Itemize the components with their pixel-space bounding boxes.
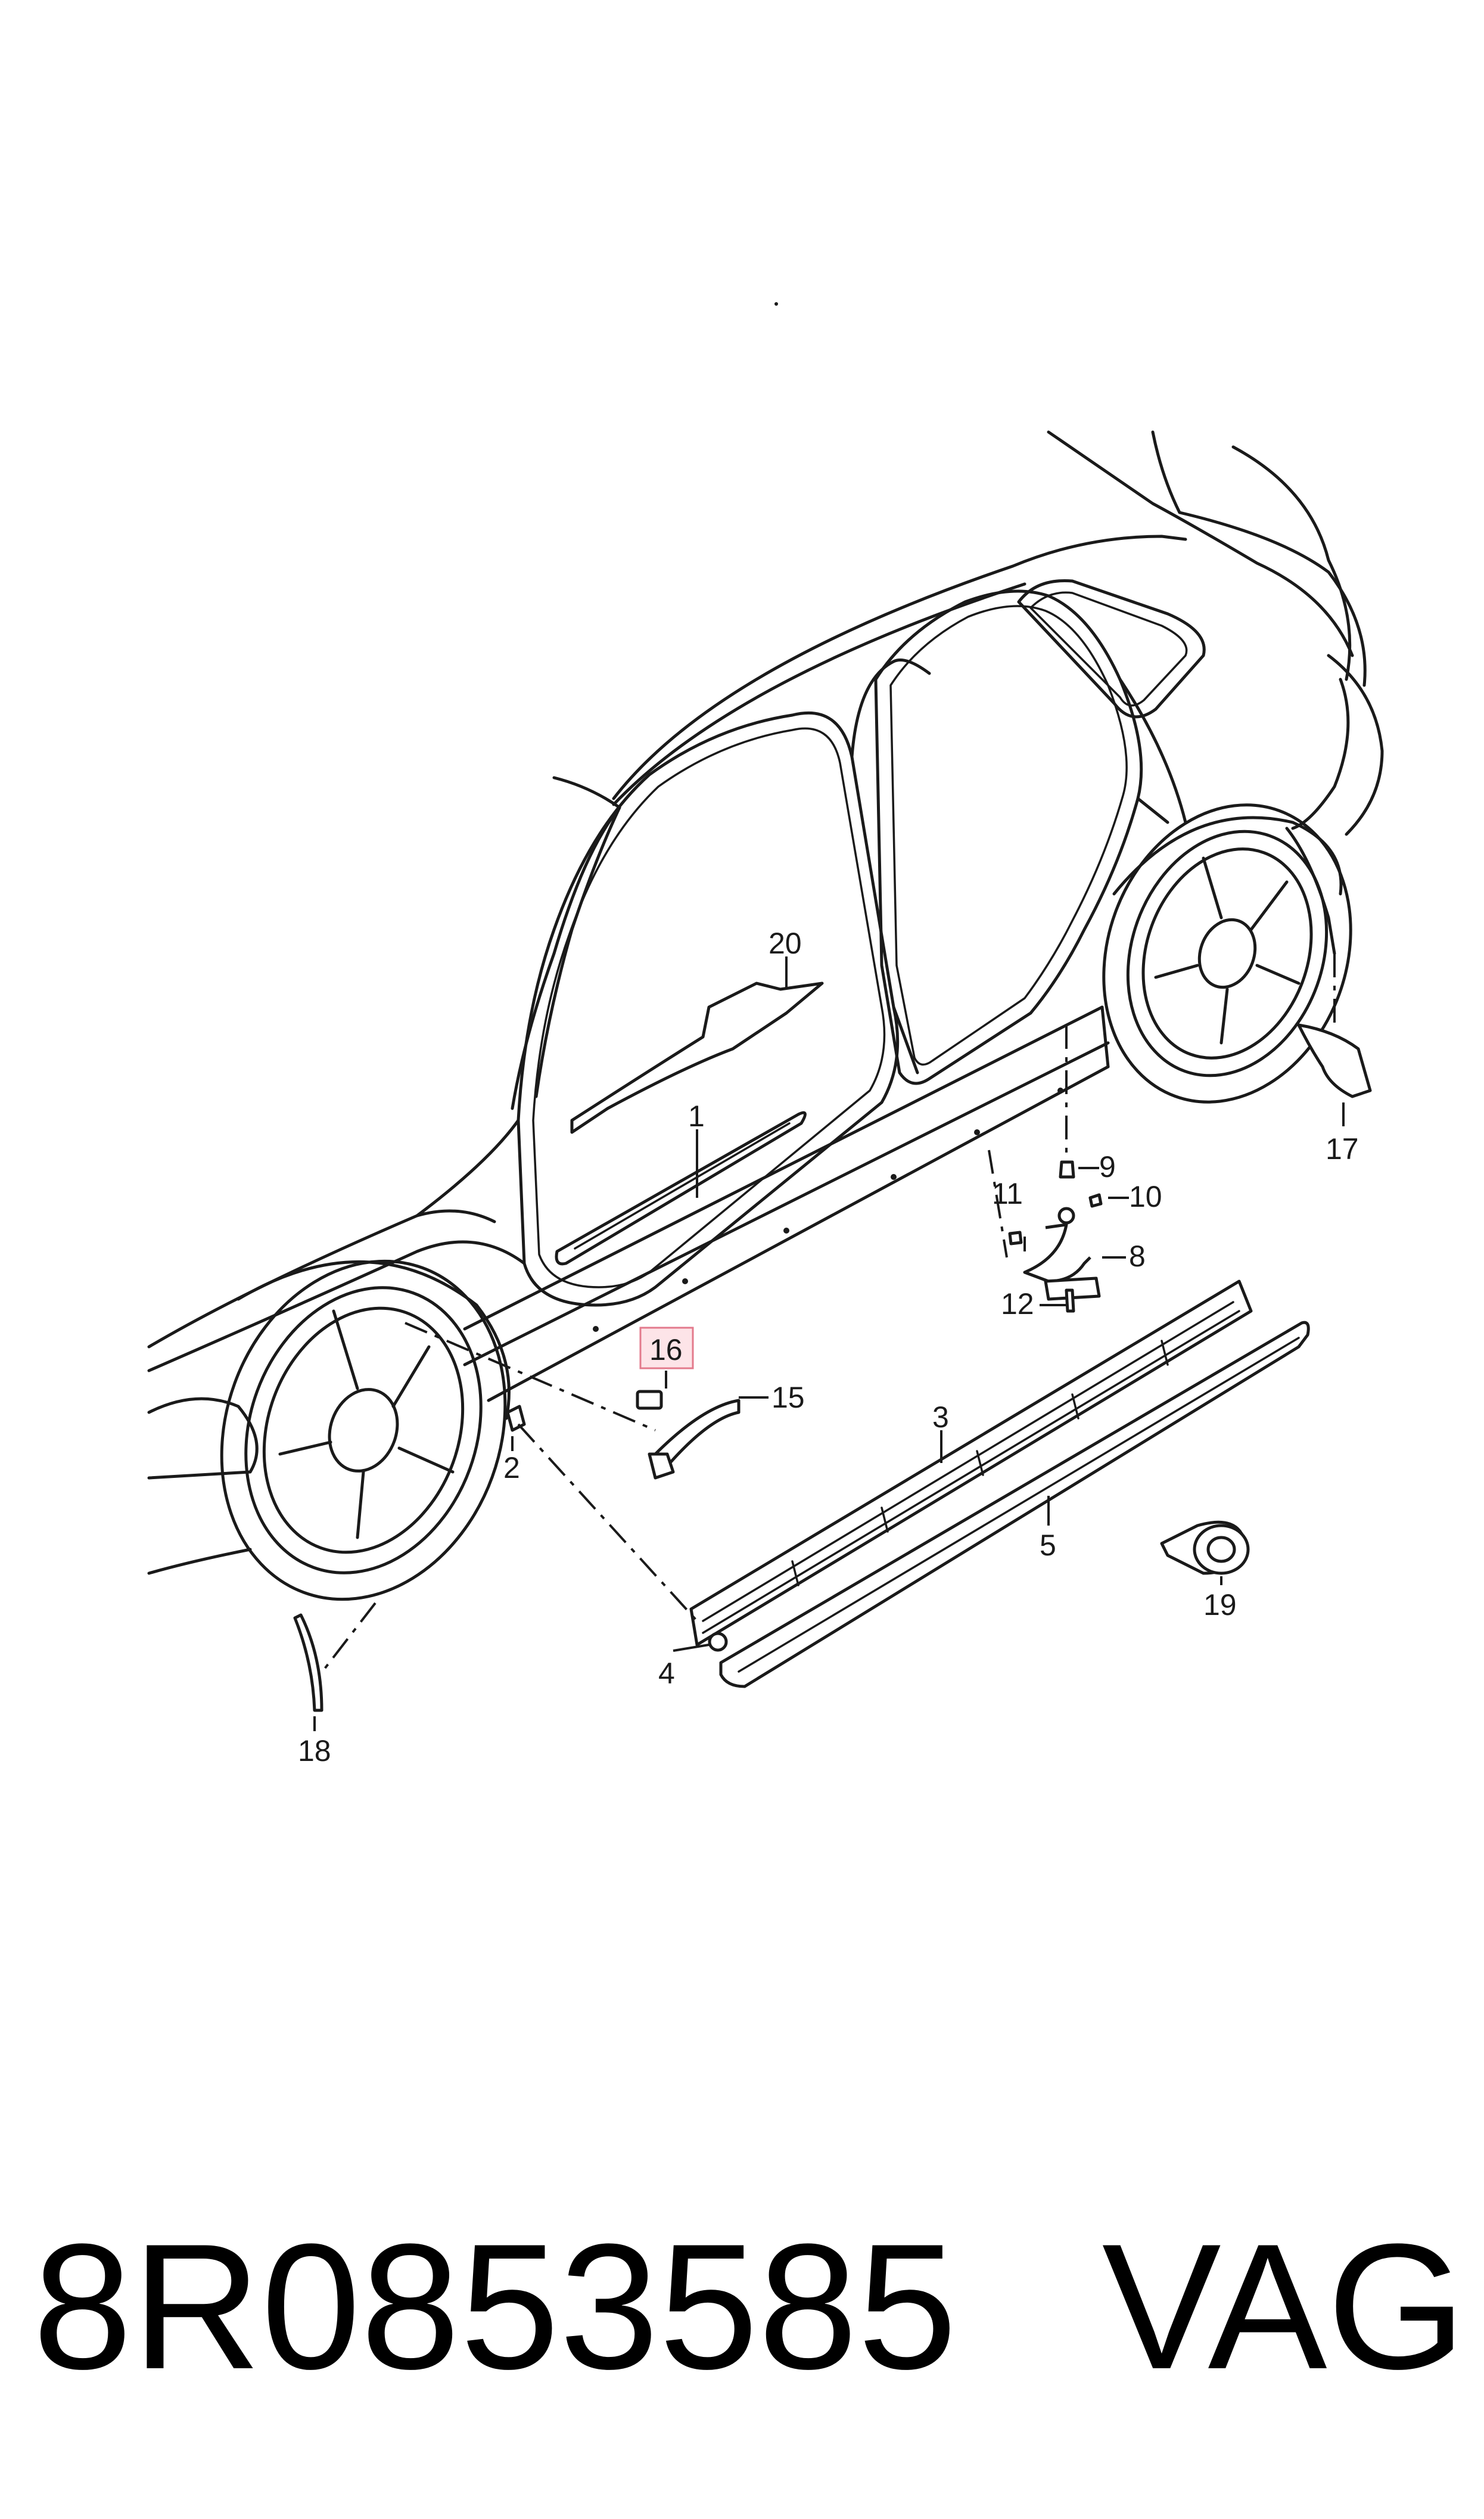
sill-holes (593, 1088, 1063, 1332)
part-5-rocker-cover[interactable] (719, 1321, 1310, 1688)
callout-18: 18 (298, 1734, 331, 1768)
callout-20: 20 (769, 927, 802, 960)
callout-12: 12 (1001, 1287, 1034, 1321)
part-16-clip[interactable] (636, 1390, 663, 1410)
rear-wheel (1102, 803, 1352, 1104)
part-19-tape-roll[interactable] (1160, 1520, 1250, 1575)
callout-2: 2 (503, 1451, 520, 1484)
part-18-arch-trim[interactable] (293, 1613, 323, 1712)
part-1-sill-plate[interactable] (555, 1111, 807, 1266)
part-17-mudflap[interactable] (1297, 1023, 1372, 1098)
stray-dot (774, 302, 778, 306)
brand-label: VAG (1102, 2206, 1466, 2406)
part-3-rocker-carrier[interactable] (689, 1279, 1253, 1647)
callout-19: 19 (1203, 1588, 1237, 1622)
part-20-trim[interactable] (570, 981, 824, 1134)
part-4-nut[interactable] (708, 1632, 728, 1652)
car-body-outline (147, 430, 1384, 1575)
callout-17: 17 (1326, 1132, 1359, 1166)
callout-1: 1 (688, 1099, 705, 1133)
callout-5: 5 (1040, 1529, 1056, 1562)
callout-11: 11 (992, 1177, 1023, 1210)
part-number-label: 8R0853585 (33, 2206, 957, 2406)
callouts: 20 1 9 10 11 8 12 16 15 2 3 5 4 17 19 18 (298, 927, 1359, 1768)
callout-16: 16 (649, 1333, 683, 1366)
callout-3: 3 (932, 1400, 949, 1434)
bracket-assembly[interactable] (1008, 1160, 1103, 1313)
callout-16-highlight (639, 1327, 694, 1369)
part-15-bracket[interactable] (648, 1399, 741, 1480)
callout-15: 15 (771, 1381, 805, 1414)
parts-diagram: 20 1 9 10 11 8 12 16 15 2 3 5 4 17 19 18 (147, 302, 1384, 1768)
front-wheel (220, 1259, 511, 1601)
leader-lines (313, 956, 1345, 1731)
assembly-lines (323, 953, 1336, 1670)
part-2-screw[interactable] (506, 1405, 526, 1432)
callout-4: 4 (658, 1657, 675, 1690)
callout-9: 9 (1099, 1150, 1116, 1184)
callout-8: 8 (1129, 1240, 1146, 1273)
callout-10: 10 (1129, 1180, 1162, 1213)
